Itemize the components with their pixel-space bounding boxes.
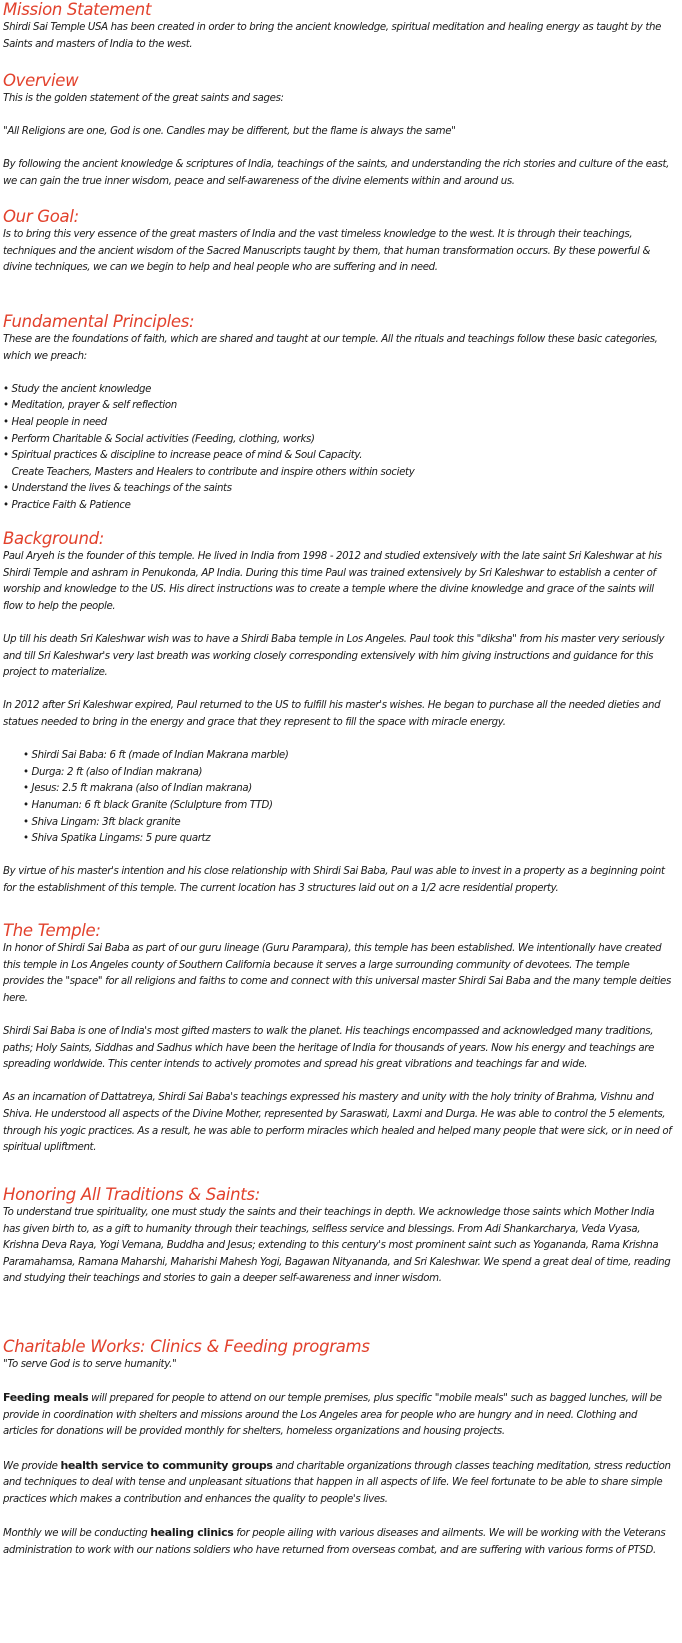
temple-p1: In honor of Shirdi Sai Baba as part of o… xyxy=(3,943,671,1004)
charity-p1-rest: will prepared for people to attend on ou… xyxy=(3,1393,662,1438)
overview-quote: "All Religions are one, God is one. Cand… xyxy=(3,126,456,138)
list-item: • Durga: 2 ft (also of Indian makrana) xyxy=(23,766,203,778)
temple-title: The Temple: xyxy=(3,921,101,940)
mission-title: Mission Statement xyxy=(3,0,152,19)
charity-section: Charitable Works: Clinics & Feeding prog… xyxy=(3,1337,673,1559)
list-item: • Practice Faith & Patience xyxy=(3,499,131,511)
charity-title: Charitable Works: Clinics & Feeding prog… xyxy=(3,1337,370,1356)
overview-p1: This is the golden statement of the grea… xyxy=(3,93,284,104)
charity-p3-pre: Monthly we will be conducting xyxy=(3,1527,151,1539)
list-item: • Spiritual practices & discipline to in… xyxy=(3,450,363,462)
honoring-title: Honoring All Traditions & Saints: xyxy=(3,1185,260,1204)
background-p2: Up till his death Sri Kaleshwar wish was… xyxy=(3,633,665,679)
mission-text: Shirdi Sai Temple USA has been created i… xyxy=(3,22,661,50)
background-p3: In 2012 after Sri Kaleshwar expired, Pau… xyxy=(3,700,661,728)
health-service-bold: health service to community groups xyxy=(60,1458,273,1472)
charity-quote: "To serve God is to serve humanity." xyxy=(3,1359,177,1370)
deities-list: • Shirdi Sai Baba: 6 ft (made of Indian … xyxy=(23,748,673,848)
principles-list: • Study the ancient knowledge • Meditati… xyxy=(3,382,673,515)
list-item: • Hanuman: 6 ft black Granite (Sclulptur… xyxy=(23,799,273,811)
overview-title: Overview xyxy=(3,71,79,90)
honoring-section: Honoring All Traditions & Saints: To und… xyxy=(3,1185,673,1288)
charity-p2: We provide health service to community g… xyxy=(3,1458,673,1509)
temple-p3: As an incarnation of Dattatreya, Shirdi … xyxy=(3,1092,672,1154)
list-item: • Meditation, prayer & self reflection xyxy=(3,400,177,412)
mission-section: Mission Statement Shirdi Sai Temple USA … xyxy=(3,0,673,53)
charity-p2-pre: We provide xyxy=(3,1460,61,1472)
list-item: • Jesus: 2.5 ft makrana (also of Indian … xyxy=(23,783,252,795)
principles-intro: These are the foundations of faith, whic… xyxy=(3,334,658,362)
goal-section: Our Goal: Is to bring this very essence … xyxy=(3,207,673,277)
charity-p3-rest: for people ailing with various diseases … xyxy=(3,1527,666,1556)
list-item: Create Teachers, Masters and Healers to … xyxy=(3,466,415,478)
feeding-meals-bold: Feeding meals xyxy=(3,1391,89,1405)
temple-p2: Shirdi Sai Baba is one of India's most g… xyxy=(3,1025,655,1071)
background-p1: Paul Aryeh is the founder of this temple… xyxy=(3,551,662,612)
list-item: • Shiva Lingam: 3ft black granite xyxy=(23,816,181,828)
charity-p3: Monthly we will be conducting healing cl… xyxy=(3,1525,673,1559)
temple-section: The Temple: In honor of Shirdi Sai Baba … xyxy=(3,921,673,1157)
overview-p3: By following the ancient knowledge & scr… xyxy=(3,159,670,187)
healing-clinics-bold: healing clinics xyxy=(150,1525,234,1539)
principles-title: Fundamental Principles: xyxy=(3,312,195,331)
goal-text: Is to bring this very essence of the gre… xyxy=(3,229,651,274)
background-section: Background: Paul Aryeh is the founder of… xyxy=(3,529,673,897)
charity-p2-rest: and charitable organizations through cla… xyxy=(3,1460,671,1505)
overview-section: Overview This is the golden statement of… xyxy=(3,71,673,191)
list-item: • Shirdi Sai Baba: 6 ft (made of Indian … xyxy=(23,750,289,762)
background-p4: By virtue of his master's intention and … xyxy=(3,866,665,894)
list-item: • Perform Charitable & Social activities… xyxy=(3,433,315,445)
list-item: • Understand the lives & teachings of th… xyxy=(3,483,232,495)
goal-title: Our Goal: xyxy=(3,207,79,226)
list-item: • Heal people in need xyxy=(3,416,107,428)
list-item: • Shiva Spatika Lingams: 5 pure quartz xyxy=(23,833,211,845)
principles-section: Fundamental Principles: These are the fo… xyxy=(3,312,673,515)
charity-p1: Feeding meals will prepared for people t… xyxy=(3,1390,673,1441)
honoring-text: To understand true spirituality, one mus… xyxy=(3,1207,671,1285)
background-title: Background: xyxy=(3,529,105,548)
list-item: • Study the ancient knowledge xyxy=(3,383,152,395)
